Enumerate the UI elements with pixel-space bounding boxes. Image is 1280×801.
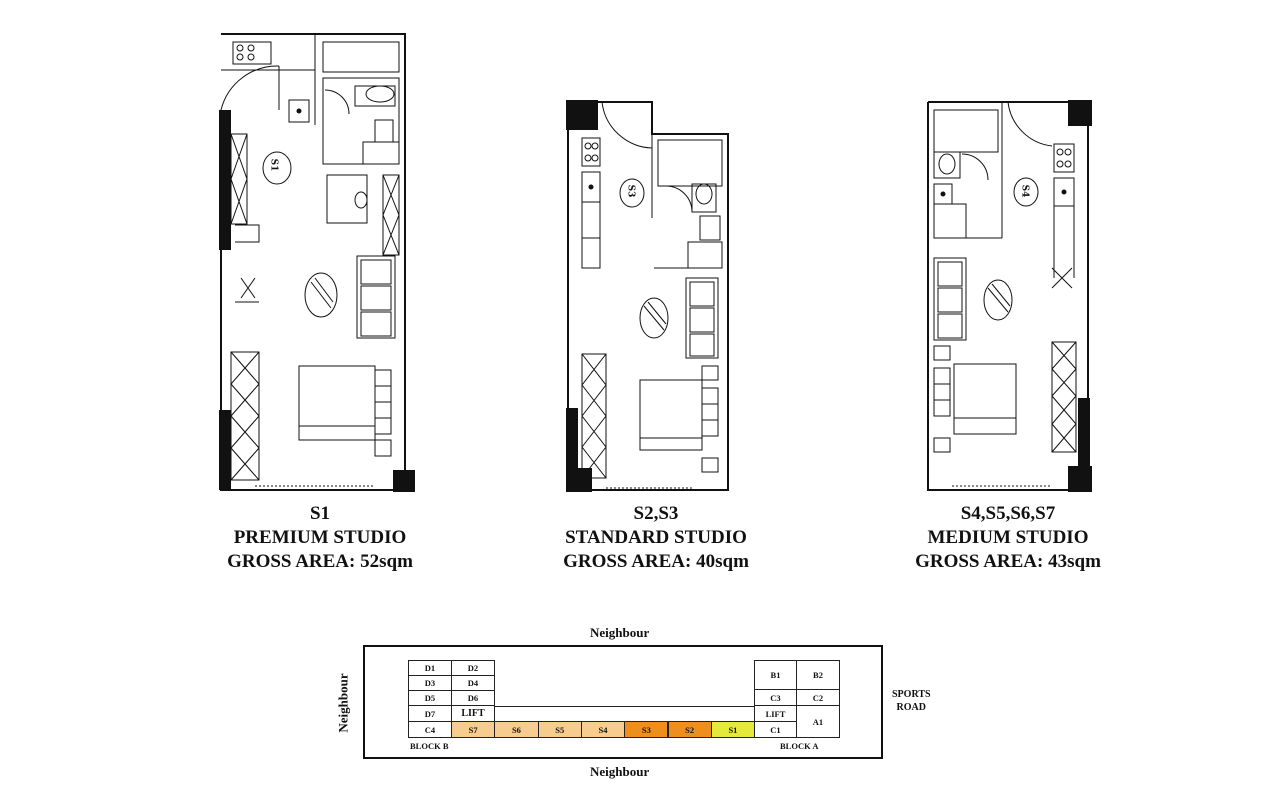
site-plan: Neighbour Neighbour Neighbour SPORTS ROA… (330, 620, 950, 790)
cell-b1: B1 (754, 660, 797, 690)
cell-c2: C2 (796, 689, 840, 706)
caption-s2-s3: S2,S3 STANDARD STUDIO GROSS AREA: 40sqm (526, 502, 786, 574)
cell-c3: C3 (754, 689, 797, 706)
cell-d7: D7 (408, 705, 452, 722)
neighbour-top-label: Neighbour (590, 625, 650, 640)
cell-d4: D4 (451, 675, 495, 691)
caption-s4-s7: S4,S5,S6,S7 MEDIUM STUDIO GROSS AREA: 43… (878, 502, 1138, 574)
unit-tag-s1: S1 (268, 158, 279, 172)
corridor-unit-s2: S2 (667, 721, 712, 738)
corridor-unit-s7: S7 (451, 721, 496, 738)
unit-name: MEDIUM STUDIO (927, 527, 1089, 548)
cell-d1: D1 (408, 660, 452, 676)
unit-code: S2,S3 (633, 503, 679, 524)
sports-road-line2: ROAD (896, 702, 926, 713)
cell-d2: D2 (451, 660, 495, 676)
block-a-label: BLOCK A (780, 741, 819, 751)
cell-d3: D3 (408, 675, 452, 691)
floor-plan-s4-drawing (927, 100, 1092, 492)
unit-tag-s3: S3 (625, 184, 636, 198)
corridor-unit-s1: S1 (710, 721, 756, 738)
corridor-unit-s5: S5 (537, 721, 582, 738)
floor-plan-s4: S4 (922, 98, 1094, 495)
unit-area: GROSS AREA: 40sqm (563, 551, 749, 572)
sports-road-label: SPORTS ROAD (892, 688, 931, 714)
neighbour-bottom-label: Neighbour (590, 764, 650, 779)
cell-c4: C4 (408, 721, 452, 738)
corridor-unit-s3: S3 (624, 721, 669, 738)
unit-area: GROSS AREA: 52sqm (227, 551, 413, 572)
neighbour-left-label: Neighbour (335, 673, 351, 733)
unit-code: S4,S5,S6,S7 (960, 503, 1056, 524)
block-b-label: BLOCK B (410, 741, 449, 751)
unit-name: STANDARD STUDIO (565, 527, 747, 548)
cell-d6: D6 (451, 690, 495, 706)
site-plan-outline (363, 645, 883, 759)
cell-c1: C1 (754, 721, 797, 738)
corridor (494, 706, 754, 722)
cell-d5: D5 (408, 690, 452, 706)
unit-tag-s4: S4 (1019, 184, 1030, 198)
corridor-unit-s4: S4 (580, 721, 626, 738)
cell-lift-b: LIFT (451, 705, 495, 722)
floor-plan-s1-drawing (219, 33, 415, 492)
unit-name: PREMIUM STUDIO (233, 527, 407, 548)
unit-code: S1 (309, 503, 331, 524)
cell-a1: A1 (796, 705, 840, 738)
cell-lift-a: LIFT (754, 705, 797, 722)
corridor-unit-s6: S6 (494, 721, 539, 738)
floor-plan-s3-drawing (566, 100, 729, 492)
floor-plan-s1: S1 (215, 30, 425, 495)
sports-road-line1: SPORTS (892, 689, 931, 700)
unit-area: GROSS AREA: 43sqm (915, 551, 1101, 572)
cell-b2: B2 (796, 660, 840, 690)
floor-plan-s3: S3 (562, 98, 734, 495)
caption-s1: S1 PREMIUM STUDIO GROSS AREA: 52sqm (190, 502, 450, 574)
